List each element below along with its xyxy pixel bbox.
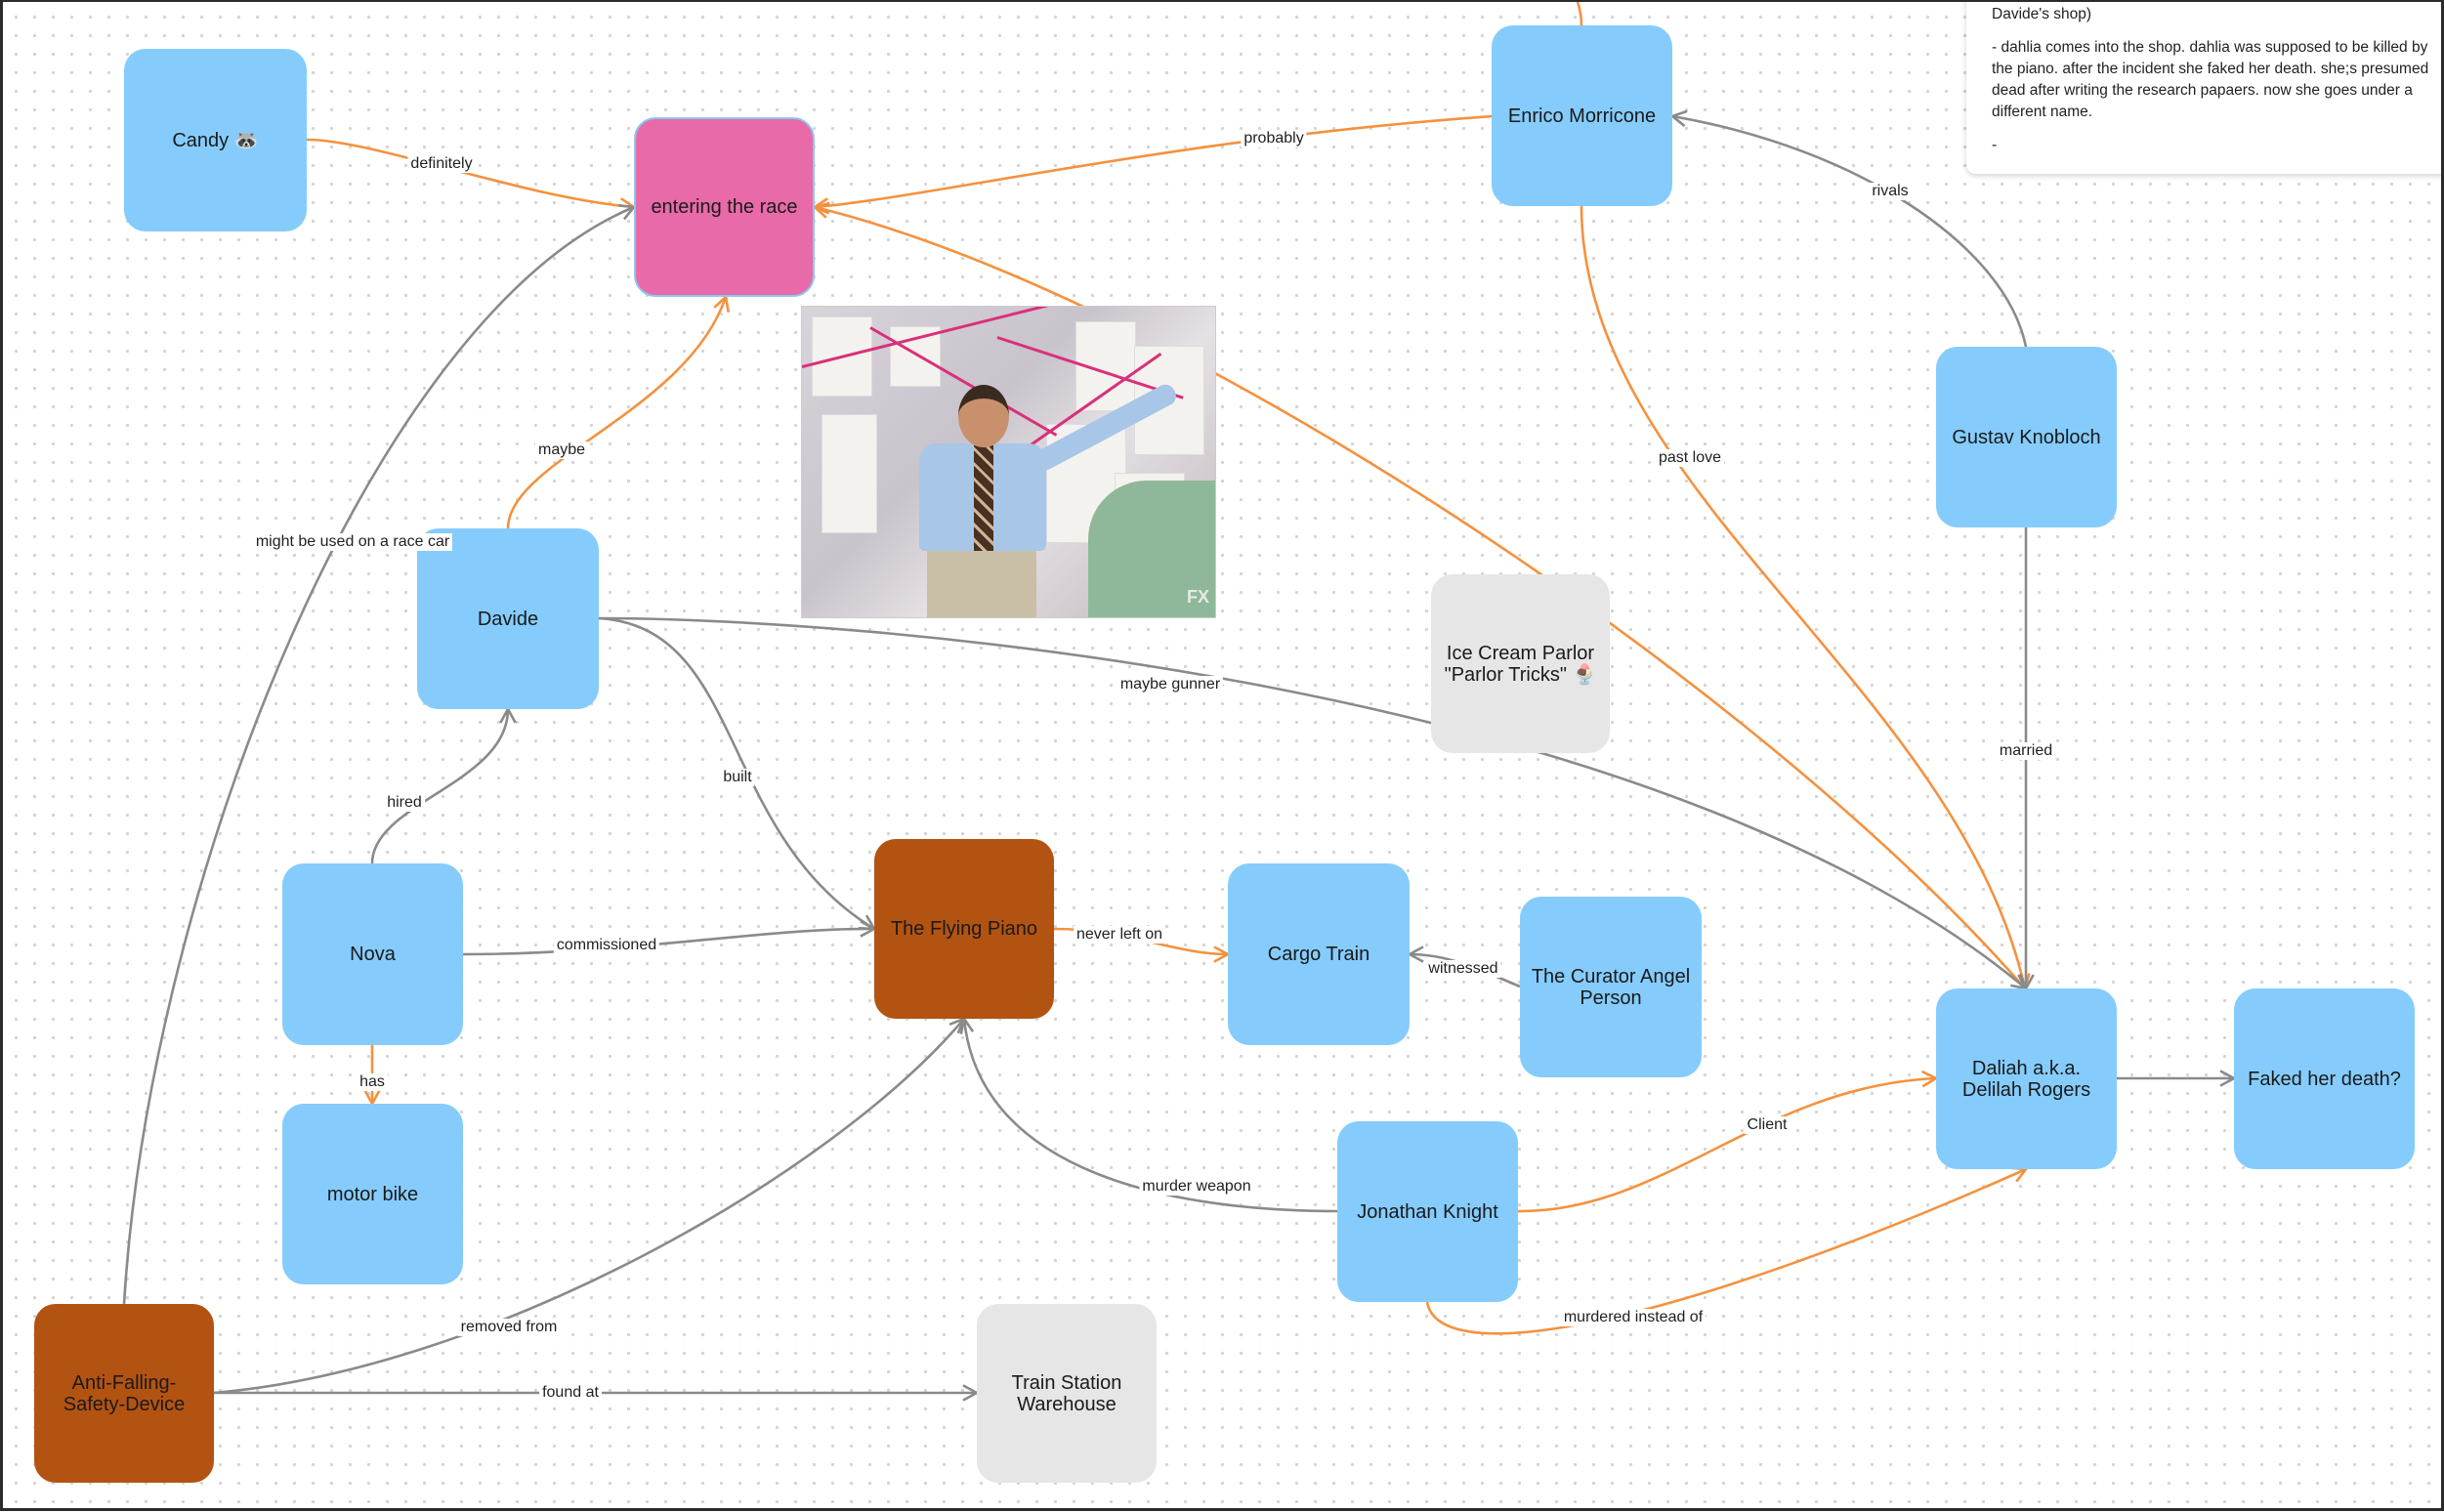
edge-label[interactable]: definitely [407,155,476,173]
node-gustav-knobloch[interactable]: Gustav Knobloch [1936,347,2117,527]
edge-davide-to-race[interactable] [506,296,728,529]
node-enrico-morricone[interactable]: Enrico Morricone [1492,25,1672,206]
edge-layer [122,2,2237,1402]
edge-label[interactable]: Client [1744,1116,1791,1134]
arrowhead-icon [713,294,731,313]
image-detail [1088,481,1215,617]
node-label: The Flying Piano [890,918,1038,940]
edge-label[interactable]: rivals [1869,183,1912,200]
arrowhead-icon [962,1384,980,1402]
edge-label[interactable]: commissioned [553,937,660,954]
node-label: entering the race [651,196,798,218]
arrowhead-icon [1921,1070,1939,1088]
edge-nova-to-piano[interactable] [462,927,875,956]
edge-label[interactable]: murdered instead of [1560,1309,1707,1326]
node-label: Jonathan Knight [1357,1200,1498,1223]
node-anti-falling-safety-device[interactable]: Anti-Falling-Safety-Device [34,1304,214,1483]
edge-label[interactable]: hired [384,794,425,812]
edge-label[interactable]: past love [1655,449,1725,467]
edge-label[interactable]: found at [539,1384,602,1402]
arrowhead-icon [812,197,830,215]
node-label: motor bike [326,1183,419,1205]
image-detail [919,381,1180,617]
node-candy[interactable]: Candy 🦝 [124,49,307,231]
edge-label[interactable]: built [720,769,755,786]
node-label: Cargo Train [1267,944,1370,965]
edge-label[interactable]: probably [1241,130,1307,147]
sticky-note[interactable]: Davide's shop) - dahlia comes into the s… [1966,2,2441,174]
node-davide[interactable]: Davide [417,528,599,709]
node-motor-bike[interactable]: motor bike [282,1104,463,1284]
edge-jonathan-to-daliah[interactable] [1517,1076,1937,1213]
edge-label[interactable]: has [357,1073,388,1091]
node-label: Nova [350,944,396,965]
node-label: Anti-Falling-Safety-Device [63,1371,186,1415]
arrowhead-icon [948,1016,966,1034]
node-faked-her-death[interactable]: Faked her death? [2234,988,2415,1169]
edge-label[interactable]: removed from [457,1319,561,1336]
edge-label[interactable]: maybe gunner [1117,676,1224,693]
edge-enrico-to-race[interactable] [814,114,1493,209]
node-entering-the-race[interactable]: entering the race [634,117,815,297]
edge-nova-to-davide[interactable] [370,708,510,864]
node-cargo-train[interactable]: Cargo Train [1228,863,1410,1045]
arrowhead-icon [2010,973,2029,990]
arrowhead-icon [1407,945,1424,963]
node-curator-angel-person[interactable]: The Curator Angel Person [1520,897,1702,1077]
arrowhead-icon [2219,1070,2237,1087]
node-flying-piano[interactable]: The Flying Piano [874,839,1054,1019]
arrowhead-icon [858,914,877,931]
arrowhead-icon [363,1089,381,1107]
node-ice-cream-parlor[interactable]: Ice Cream Parlor "Parlor Tricks" 🍨 [1431,574,1610,753]
node-nova[interactable]: Nova [282,863,463,1045]
arrowhead-icon [499,706,517,724]
node-label: Enrico Morricone [1507,105,1657,127]
node-label: Train Station Warehouse [1011,1371,1122,1415]
edge-label[interactable]: maybe [534,441,589,459]
node-label: The Curator Angel Person [1531,965,1691,1009]
node-daliah[interactable]: Daliah a.k.a. Delilah Rogers [1936,988,2117,1169]
node-label: Davide [477,608,539,630]
arrowhead-icon [2017,974,2035,991]
node-train-station-warehouse[interactable]: Train Station Warehouse [977,1304,1157,1483]
arrowhead-icon [956,1016,975,1034]
node-label: Daliah a.k.a. Delilah Rogers [1961,1057,2091,1101]
edge-label[interactable]: never left on [1073,926,1166,944]
arrowhead-icon [1213,945,1231,963]
edge-offscreen[interactable] [1576,2,1583,26]
conspiracy-meme-image[interactable]: FX [801,306,1216,618]
arrowhead-icon [1669,109,1688,127]
arrowhead-icon [860,920,877,938]
edge-enrico-to-daliah[interactable] [1580,205,2027,989]
edge-label[interactable]: witnessed [1425,960,1501,978]
note-line: - dahlia comes into the shop. dahlia was… [1992,39,2429,120]
image-watermark: FX [1186,587,1209,607]
note-line: Davide's shop) [1992,6,2092,22]
edge-label[interactable]: married [1996,742,2056,760]
note-line: - [1992,137,1998,153]
edge-label[interactable]: might be used on a race car [252,533,453,551]
node-label: Ice Cream Parlor "Parlor Tricks" 🍨 [1444,642,1597,686]
arrowhead-icon [617,203,637,221]
node-label: Faked her death? [2248,1068,2401,1090]
edge-label[interactable]: murder weapon [1139,1178,1254,1196]
image-detail [822,414,877,533]
edge-candy-to-race[interactable] [306,138,635,209]
arrowhead-icon [2009,1166,2029,1183]
node-label: Candy 🦝 [172,129,259,151]
arrowhead-icon [812,201,830,219]
arrowhead-icon [2013,973,2031,991]
arrowhead-icon [618,197,637,215]
node-jonathan-knight[interactable]: Jonathan Knight [1337,1121,1518,1302]
node-label: Gustav Knobloch [1952,426,2101,448]
